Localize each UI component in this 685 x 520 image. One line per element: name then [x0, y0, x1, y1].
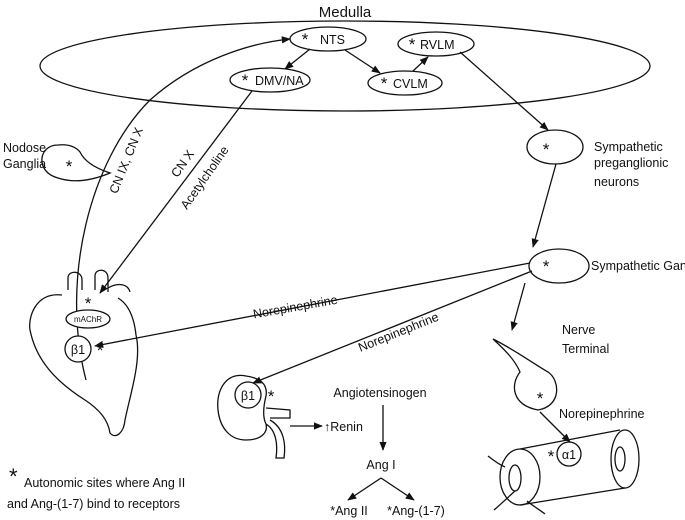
svg-text:β1: β1	[241, 389, 255, 403]
arrow-ne-kidney	[252, 270, 533, 384]
arrow-nts-cvlm	[344, 49, 381, 74]
svg-text:*: *	[409, 35, 416, 54]
blood-vessel-icon	[487, 429, 640, 515]
medulla-region	[39, 20, 651, 112]
nodose-label-2: Ganglia	[3, 157, 46, 171]
legend-asterisk: *	[9, 464, 18, 489]
arrow-preganglionic-ganglia	[531, 163, 557, 248]
arrow-terminal-vessel	[539, 411, 571, 443]
angiotensinogen-label: Angiotensinogen	[333, 386, 426, 400]
ne-heart-label: Norepinephrine	[252, 293, 339, 322]
efferent-cn-x	[99, 90, 253, 294]
preganglionic-label-1: Sympathetic	[594, 140, 663, 154]
heart-icon	[29, 269, 139, 437]
beta1-kidney-receptor: β1 *	[234, 381, 275, 409]
svg-text:mAChR: mAChR	[74, 315, 102, 324]
svg-text:*: *	[543, 140, 550, 159]
nodose-ganglia	[41, 144, 112, 182]
dmv-na-node: * DMV/NA	[229, 67, 311, 93]
nerve-terminal-icon	[492, 338, 558, 411]
svg-text:*: *	[381, 74, 388, 93]
machr-receptor: mAChR	[65, 309, 111, 329]
svg-text:β1: β1	[71, 343, 85, 357]
cvlm-node: * CVLM	[367, 70, 443, 96]
svg-text:*: *	[242, 71, 249, 90]
ang1-split-right	[380, 477, 415, 501]
ne-kidney-label: Norepinephrine	[356, 310, 441, 355]
svg-text:*: *	[548, 447, 555, 466]
svg-text:*: *	[302, 30, 309, 49]
cn-ix-x-label: CN IX, CN X	[107, 125, 147, 196]
afferent-cn-ix-x	[76, 36, 291, 381]
svg-text:*: *	[543, 257, 550, 276]
nodose-asterisk: *	[66, 157, 73, 176]
nts-node: * NTS	[289, 26, 367, 52]
nodose-label-1: Nodose	[3, 141, 46, 155]
rvlm-node: * RVLM	[397, 31, 475, 57]
svg-text:RVLM: RVLM	[420, 38, 455, 52]
svg-text:DMV/NA: DMV/NA	[255, 74, 304, 88]
preganglionic-label-2: preganglionic	[594, 156, 668, 170]
nerve-terminal-label-2: Terminal	[562, 342, 609, 356]
preganglionic-neuron: *	[526, 129, 584, 165]
preganglionic-label-3: neurons	[594, 175, 639, 189]
cn-x-label: CN X	[168, 147, 197, 180]
svg-text:NTS: NTS	[320, 33, 345, 47]
legend-line-1: Autonomic sites where Ang II	[24, 476, 185, 490]
arrow-ne-heart	[94, 262, 531, 349]
arrow-rvlm-preganglionic	[459, 51, 549, 131]
ne-vessel-label: Norepinephrine	[559, 407, 645, 421]
nerve-terminal-label-1: Nerve	[562, 323, 595, 337]
arrow-cvlm-rvlm	[412, 56, 429, 72]
arrow-nts-dmv	[284, 48, 311, 70]
alpha1-receptor: α1 *	[548, 441, 582, 467]
svg-text:*: *	[97, 341, 104, 360]
sympathetic-ganglia: *	[528, 248, 590, 284]
medulla-title: Medulla	[319, 4, 372, 21]
svg-text:CVLM: CVLM	[393, 77, 428, 91]
ang17-label: *Ang-(1-7)	[387, 504, 445, 518]
nerve-terminal-asterisk: *	[537, 389, 544, 408]
beta1-heart-receptor: β1 *	[64, 335, 104, 363]
ang1-label: Ang I	[366, 458, 395, 472]
ang1-split-left	[347, 477, 382, 501]
ang2-label: *Ang II	[330, 504, 368, 518]
sympathetic-ganglia-label: Sympathetic Ganglia	[591, 259, 685, 273]
arrow-ganglia-nerve-terminal	[510, 282, 526, 331]
machr-asterisk: *	[85, 294, 92, 313]
renin-label: ↑Renin	[324, 420, 363, 434]
kidney-icon	[217, 374, 291, 459]
svg-text:α1: α1	[562, 448, 576, 462]
svg-text:*: *	[268, 387, 275, 406]
legend-line-2: and Ang-(1-7) bind to receptors	[7, 497, 180, 511]
